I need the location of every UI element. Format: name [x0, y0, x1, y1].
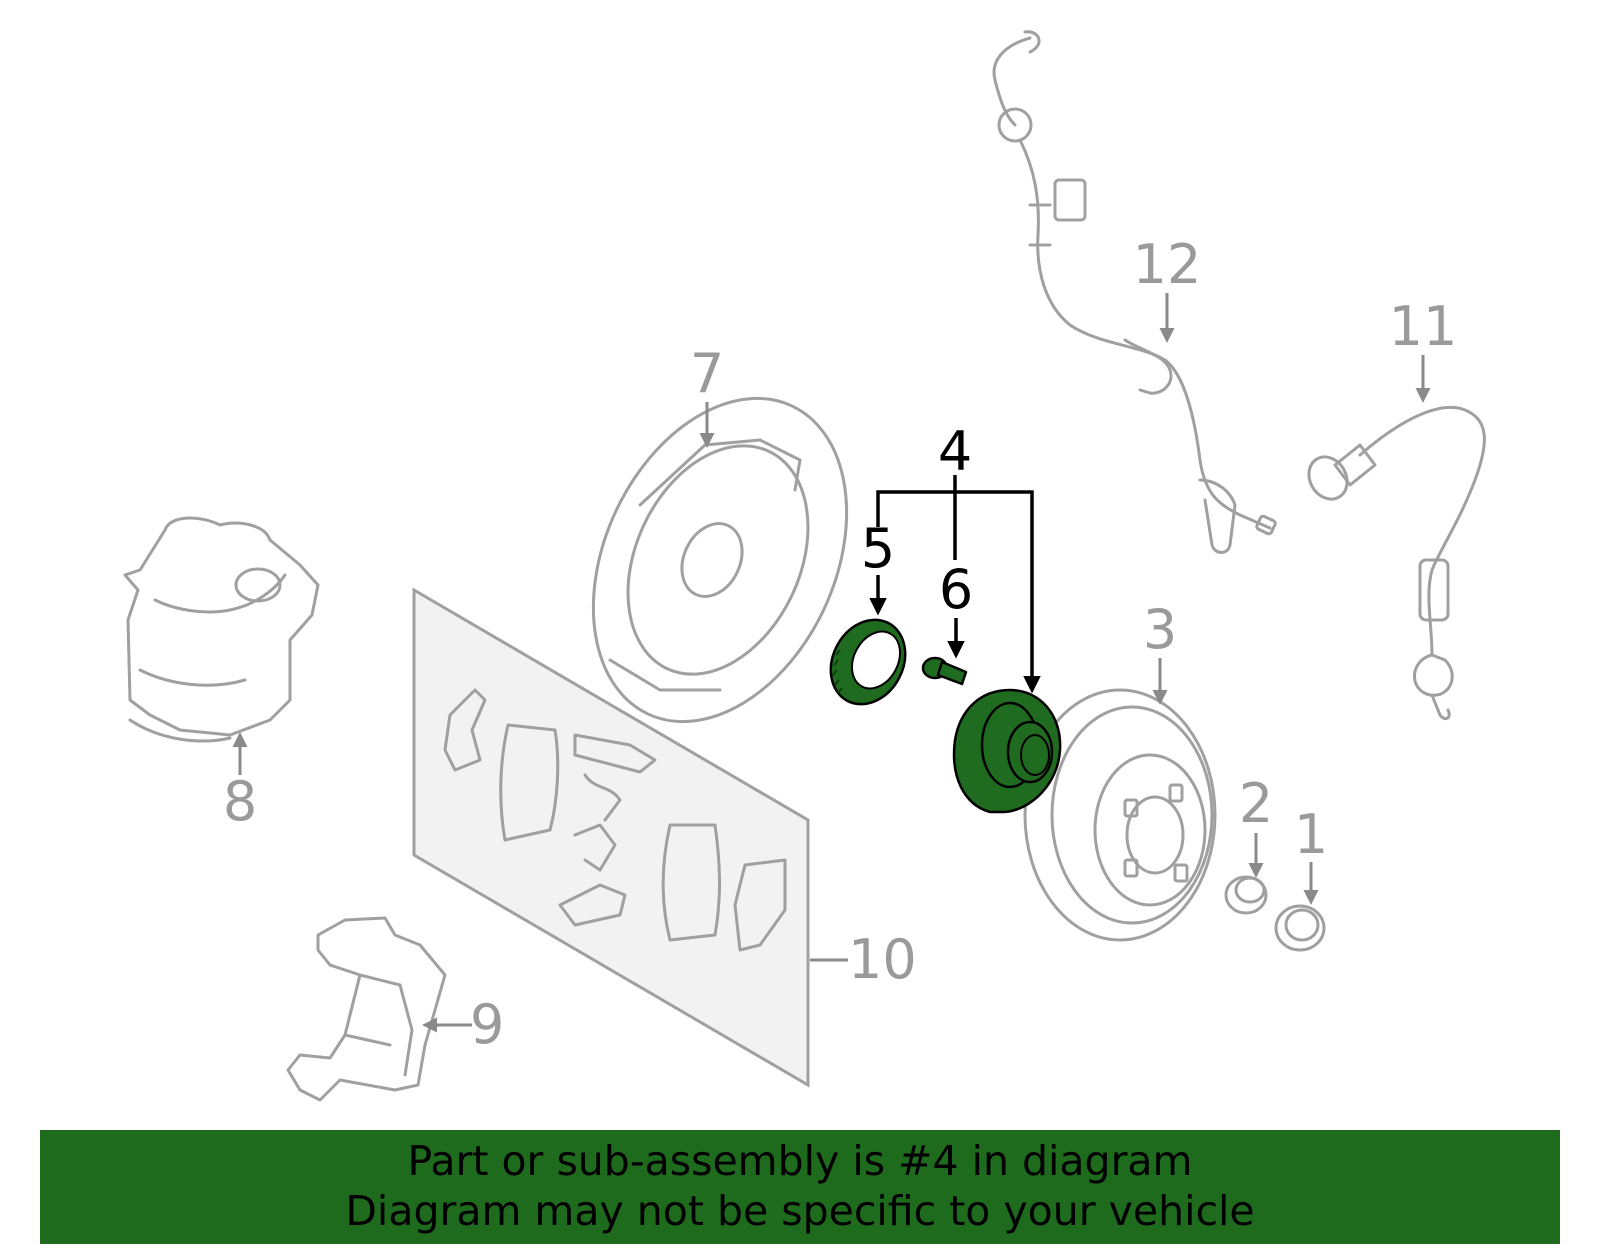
banner-line-1: Part or sub-assembly is #4 in diagram — [407, 1137, 1193, 1185]
callout-10: 10 — [848, 928, 917, 991]
brake-caliper-part-8 — [123, 516, 320, 743]
callout-7: 7 — [690, 342, 724, 405]
callout-4[interactable]: 4 — [938, 420, 972, 483]
info-banner: Part or sub-assembly is #4 in diagram Di… — [40, 1130, 1560, 1244]
callout-11: 11 — [1389, 295, 1458, 358]
dust-shield-part-7 — [591, 396, 849, 724]
callout-2: 2 — [1239, 772, 1273, 835]
callout-6: 6 — [939, 558, 973, 621]
abs-sensor-part-12 — [992, 30, 1277, 554]
brake-rotor-part-3 — [1023, 688, 1217, 942]
callout-1: 1 — [1294, 803, 1328, 866]
lock-nut-part-1 — [1274, 904, 1326, 952]
callout-3: 3 — [1143, 598, 1177, 661]
banner-line-2: Diagram may not be specific to your vehi… — [345, 1187, 1255, 1235]
callout-12: 12 — [1133, 233, 1202, 296]
callout-5: 5 — [861, 517, 895, 580]
hub-assembly-part-4 — [952, 688, 1062, 814]
bolt-part-6 — [921, 656, 968, 686]
lug-nut-part-2 — [1224, 875, 1268, 915]
callout-9: 9 — [470, 993, 504, 1056]
brake-hose-part-11 — [1307, 405, 1486, 721]
caliper-bracket-part-9 — [286, 916, 447, 1102]
tone-ring-part-5 — [829, 618, 907, 706]
pad-kit-part-10 — [412, 587, 810, 1088]
callout-8: 8 — [223, 770, 257, 833]
